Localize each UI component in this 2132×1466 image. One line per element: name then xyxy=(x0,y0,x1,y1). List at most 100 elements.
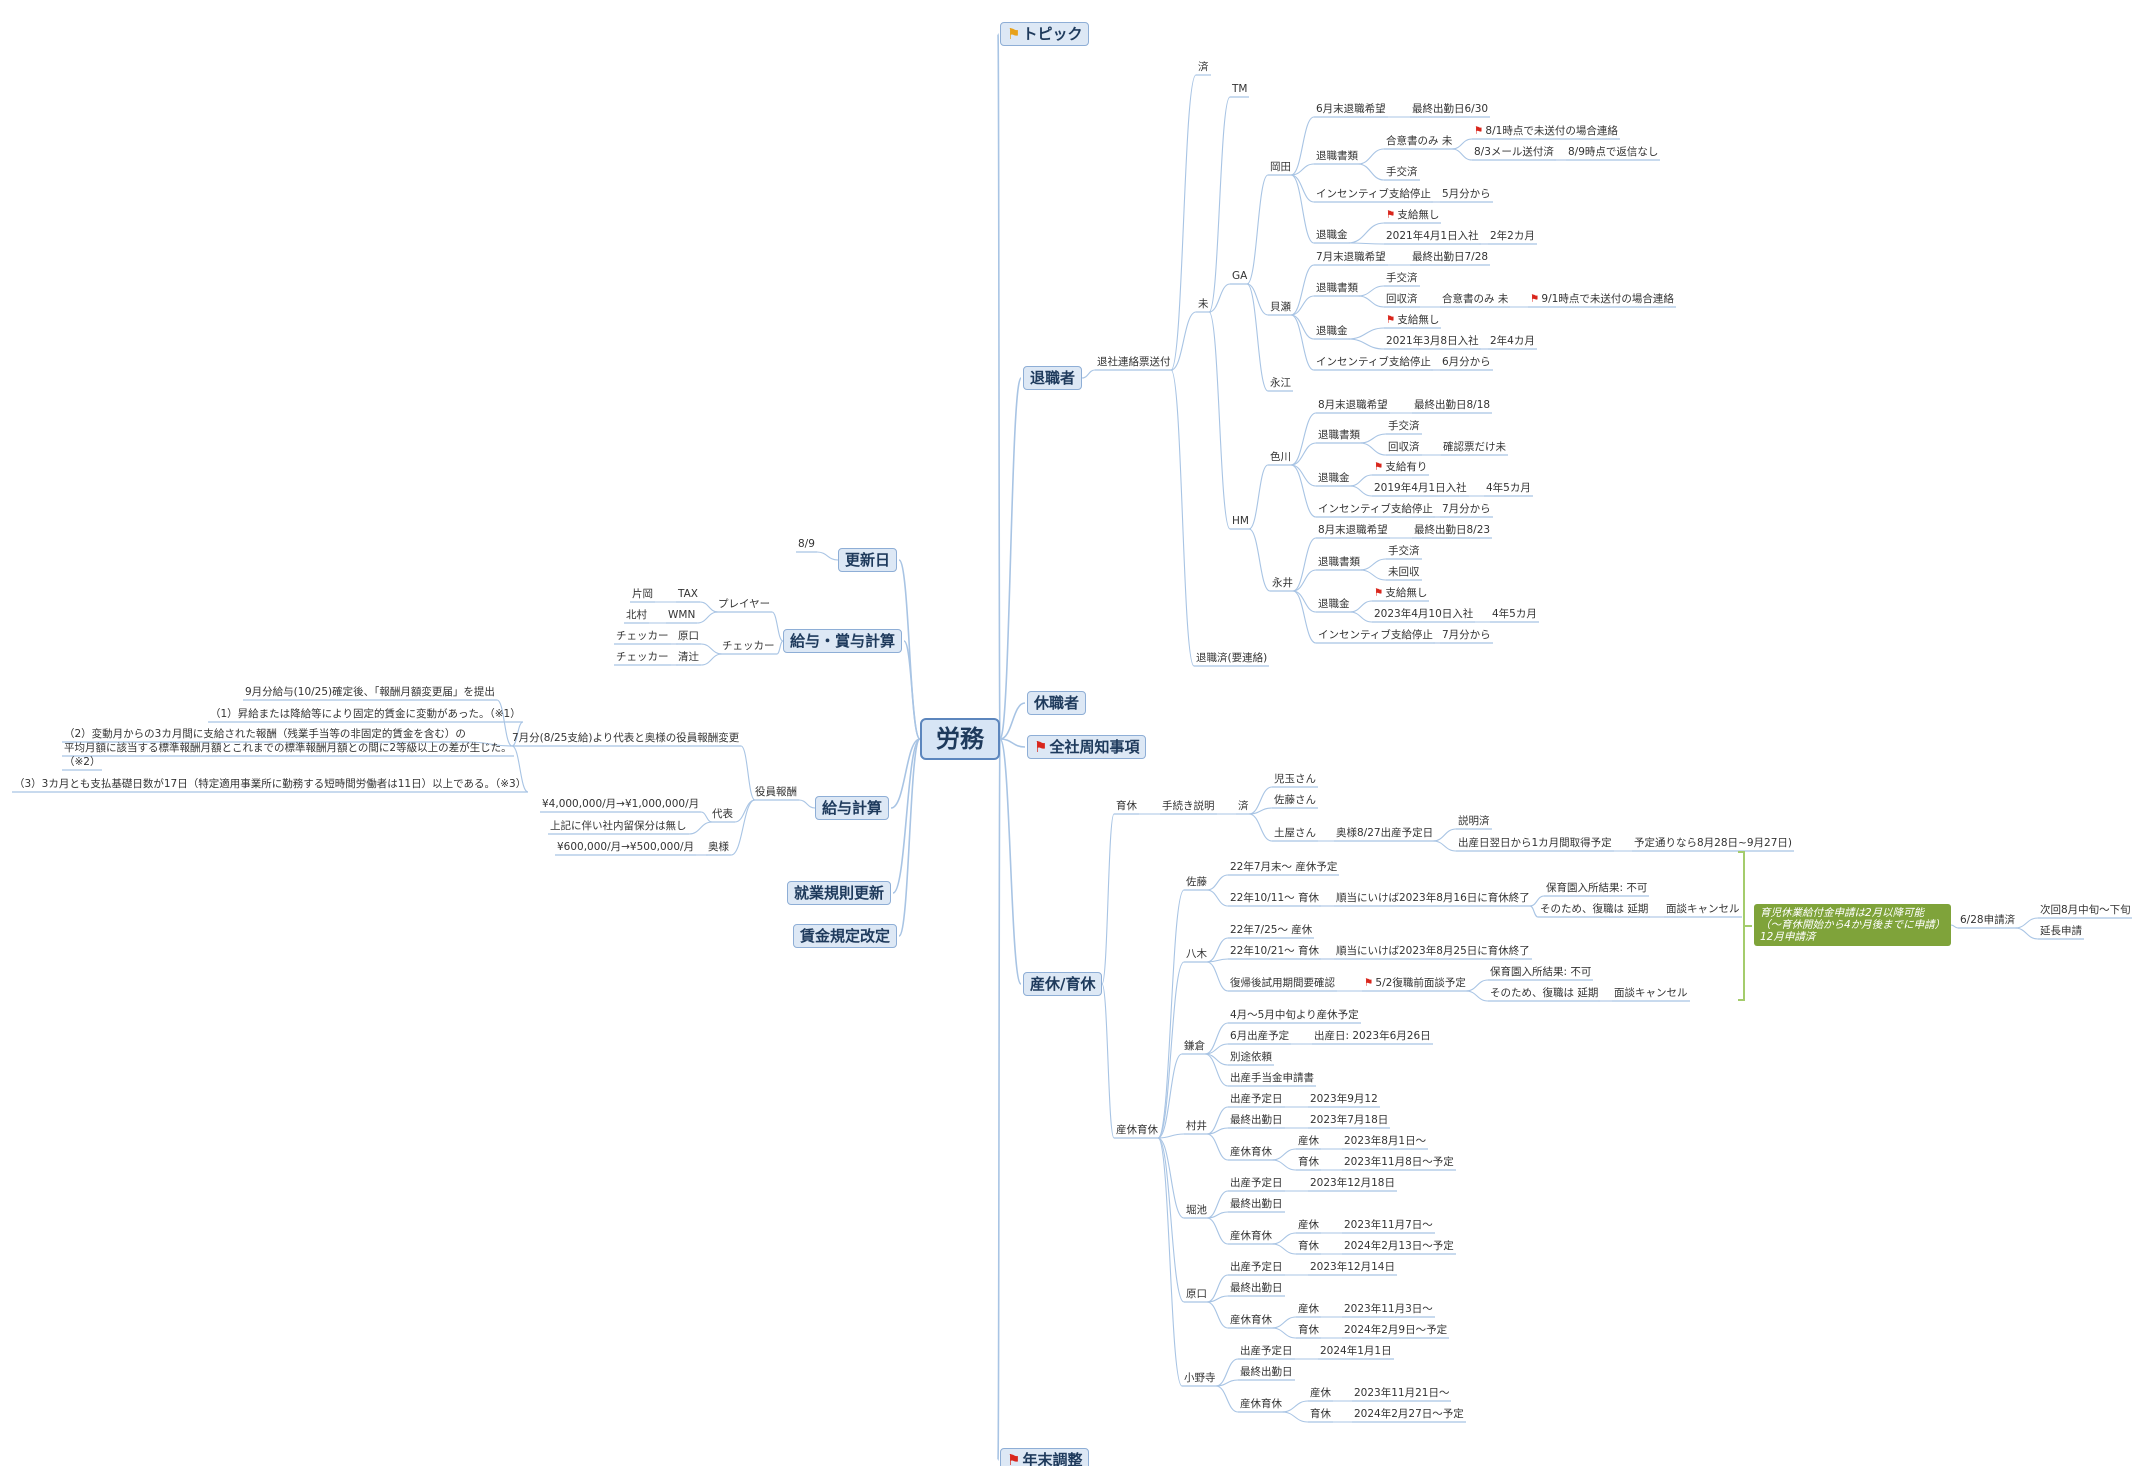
node-tsuchiya[interactable]: 土屋さん xyxy=(1274,827,1316,839)
node-ho3b1[interactable]: 2024年2月13日～予定 xyxy=(1344,1240,1454,1252)
topic-node-wage-rules[interactable]: 賃金規定改定 xyxy=(793,924,898,948)
node-ok2a1[interactable]: ⚑8/1時点で未送付の場合連絡 xyxy=(1474,125,1618,137)
node-ya3a[interactable]: ⚑5/2復職前面談予定 xyxy=(1364,977,1466,989)
node-ya1[interactable]: 22年7/25～ 産休 xyxy=(1230,924,1312,936)
node-sato_san[interactable]: 佐藤さん xyxy=(1274,794,1316,806)
childcare-benefit-callout[interactable]: 育児休業給付金申請は2月以降可能（～育休開始から4か月後までに申請）12月申請済 xyxy=(1754,904,1952,946)
node-sa1[interactable]: 22年7月末～ 産休予定 xyxy=(1230,861,1337,873)
node-okusama_a[interactable]: ¥600,000/月→¥500,000/月 xyxy=(557,841,694,853)
node-ok3a[interactable]: 5月分から xyxy=(1442,188,1491,200)
node-on3a1[interactable]: 2023年11月21日～ xyxy=(1354,1387,1449,1399)
node-mu1a[interactable]: 2023年9月12 xyxy=(1310,1093,1378,1105)
node-ya3a2a[interactable]: 面談キャンセル xyxy=(1614,987,1688,999)
node-na4[interactable]: インセンティブ支給停止 xyxy=(1318,629,1433,641)
node-km3[interactable]: 別途依頼 xyxy=(1230,1051,1272,1063)
node-kiyotsuji[interactable]: 清辻 xyxy=(678,651,699,663)
node-km2[interactable]: 6月出産予定 xyxy=(1230,1030,1289,1042)
node-on2[interactable]: 最終出勤日 xyxy=(1240,1366,1293,1378)
topic-node-payroll-bonus[interactable]: 給与・賞与計算 xyxy=(783,629,903,653)
node-daihyo_b[interactable]: 上記に伴い社内留保分は無し xyxy=(550,820,687,832)
node-ka1a[interactable]: 最終出勤日7/28 xyxy=(1412,251,1488,263)
node-okusama[interactable]: 奥様 xyxy=(708,841,729,853)
node-na3[interactable]: 退職金 xyxy=(1318,598,1350,610)
node-ka2a[interactable]: 手交済 xyxy=(1386,272,1418,284)
topic-node-retirees[interactable]: 退職者 xyxy=(1023,366,1083,390)
node-km1[interactable]: 4月～5月中旬より産休予定 xyxy=(1230,1009,1359,1021)
node-hg1a[interactable]: 2023年12月14日 xyxy=(1310,1261,1395,1273)
node-na1[interactable]: 8月末退職希望 xyxy=(1318,524,1388,536)
node-sa2a2a[interactable]: 面談キャンセル xyxy=(1666,903,1740,915)
node-ir2a[interactable]: 手交済 xyxy=(1388,420,1420,432)
node-ka1[interactable]: 7月末退職希望 xyxy=(1316,251,1386,263)
node-onodera[interactable]: 小野寺 xyxy=(1184,1372,1216,1384)
topic-node-year-end[interactable]: ⚑年末調整 xyxy=(1000,1448,1090,1466)
node-yakuin[interactable]: 役員報酬 xyxy=(755,786,797,798)
node-ok1[interactable]: 6月末退職希望 xyxy=(1316,103,1386,115)
node-haraguchi2[interactable]: 原口 xyxy=(1186,1288,1207,1300)
node-c628a[interactable]: 次回8月中旬～下旬 xyxy=(2040,904,2131,916)
node-on1a[interactable]: 2024年1月1日 xyxy=(1320,1345,1392,1357)
node-ok2[interactable]: 退職書類 xyxy=(1316,150,1358,162)
node-tax[interactable]: TAX xyxy=(678,588,698,600)
node-ir3b1[interactable]: 4年5カ月 xyxy=(1486,482,1531,494)
node-ir2b[interactable]: 回収済 xyxy=(1388,441,1420,453)
node-ok1a[interactable]: 最終出勤日6/30 xyxy=(1412,103,1488,115)
node-ya3[interactable]: 復帰後試用期間要確認 xyxy=(1230,977,1335,989)
node-chk1[interactable]: チェッカー xyxy=(616,630,669,642)
node-ka3b[interactable]: 2021年3月8日入社 xyxy=(1386,335,1479,347)
node-t_send[interactable]: 退社連絡票送付 xyxy=(1097,356,1171,368)
node-checker[interactable]: チェッカー xyxy=(722,640,775,652)
node-tsu1b[interactable]: 出産日翌日から1カ月間取得予定 xyxy=(1458,837,1612,849)
node-t_sumi[interactable]: 済 xyxy=(1198,61,1209,73)
node-daihyo_a[interactable]: ¥4,000,000/月→¥1,000,000/月 xyxy=(542,798,699,810)
node-na2b[interactable]: 未回収 xyxy=(1388,566,1420,578)
node-ka2b1a[interactable]: ⚑9/1時点で未送付の場合連絡 xyxy=(1530,293,1674,305)
node-ir2[interactable]: 退職書類 xyxy=(1318,429,1360,441)
node-y7[interactable]: 7月分(8/25支給)より代表と奥様の役員報酬変更 xyxy=(512,732,739,744)
node-ok3[interactable]: インセンティブ支給停止 xyxy=(1316,188,1431,200)
node-ir1[interactable]: 8月末退職希望 xyxy=(1318,399,1388,411)
node-ir3a[interactable]: ⚑支給有り xyxy=(1374,461,1427,473)
node-sa2[interactable]: 22年10/11～ 育休 xyxy=(1230,892,1319,904)
node-hg3a[interactable]: 産休 xyxy=(1298,1303,1319,1315)
node-ok2a2a[interactable]: 8/9時点で返信なし xyxy=(1568,146,1658,158)
node-on3[interactable]: 産休育休 xyxy=(1240,1398,1282,1410)
node-ir3[interactable]: 退職金 xyxy=(1318,472,1350,484)
node-tsu1[interactable]: 奥様8/27出産予定日 xyxy=(1336,827,1433,839)
node-ok2a[interactable]: 合意書のみ 未 xyxy=(1386,135,1452,147)
node-ka2[interactable]: 退職書類 xyxy=(1316,282,1358,294)
node-ya3a1[interactable]: 保育園入所結果: 不可 xyxy=(1490,966,1591,978)
node-y7a[interactable]: 9月分給与(10/25)確定後、「報酬月額変更届」を提出 xyxy=(245,686,495,698)
node-mu3b[interactable]: 育休 xyxy=(1298,1156,1319,1168)
node-on3b1[interactable]: 2024年2月27日～予定 xyxy=(1354,1408,1464,1420)
node-ho3[interactable]: 産休育休 xyxy=(1230,1230,1272,1242)
node-t_yoren[interactable]: 退職済(要連絡) xyxy=(1196,652,1267,664)
node-kitamura[interactable]: 北村 xyxy=(626,609,647,621)
node-ka3[interactable]: 退職金 xyxy=(1316,325,1348,337)
node-na1a[interactable]: 最終出勤日8/23 xyxy=(1414,524,1490,536)
node-ka4[interactable]: インセンティブ支給停止 xyxy=(1316,356,1431,368)
node-nagae[interactable]: 永江 xyxy=(1270,377,1291,389)
node-tm[interactable]: TM xyxy=(1232,83,1247,95)
central-topic[interactable]: 労務 xyxy=(920,718,1000,760)
node-y7c2[interactable]: 平均月額に該当する標準報酬月額とこれまでの標準報酬月額との間に2等級以上の差が生… xyxy=(64,742,512,754)
node-ho3b[interactable]: 育休 xyxy=(1298,1240,1319,1252)
node-mu3a1[interactable]: 2023年8月1日～ xyxy=(1344,1135,1426,1147)
node-ka3a[interactable]: ⚑支給無し xyxy=(1386,314,1439,326)
topic-node-leave[interactable]: 休職者 xyxy=(1027,691,1087,715)
node-hg1[interactable]: 出産予定日 xyxy=(1230,1261,1283,1273)
node-kaise[interactable]: 貝瀬 xyxy=(1270,301,1291,313)
node-k_date[interactable]: 8/9 xyxy=(798,538,815,550)
node-hg2[interactable]: 最終出勤日 xyxy=(1230,1282,1283,1294)
node-na3b[interactable]: 2023年4月10日入社 xyxy=(1374,608,1473,620)
node-player[interactable]: プレイヤー xyxy=(718,598,770,610)
node-ir1a[interactable]: 最終出勤日8/18 xyxy=(1414,399,1490,411)
node-hg3b[interactable]: 育休 xyxy=(1298,1324,1319,1336)
topic-node-company-notice[interactable]: ⚑全社周知事項 xyxy=(1027,735,1147,759)
node-ir3b[interactable]: 2019年4月1日入社 xyxy=(1374,482,1467,494)
node-na3b1[interactable]: 4年5カ月 xyxy=(1492,608,1537,620)
node-sa2a1[interactable]: 保育園入所結果: 不可 xyxy=(1546,882,1647,894)
node-nagai[interactable]: 永井 xyxy=(1272,577,1293,589)
node-tetsuzuki[interactable]: 手続き説明 xyxy=(1162,800,1215,812)
node-na3a[interactable]: ⚑支給無し xyxy=(1374,587,1427,599)
